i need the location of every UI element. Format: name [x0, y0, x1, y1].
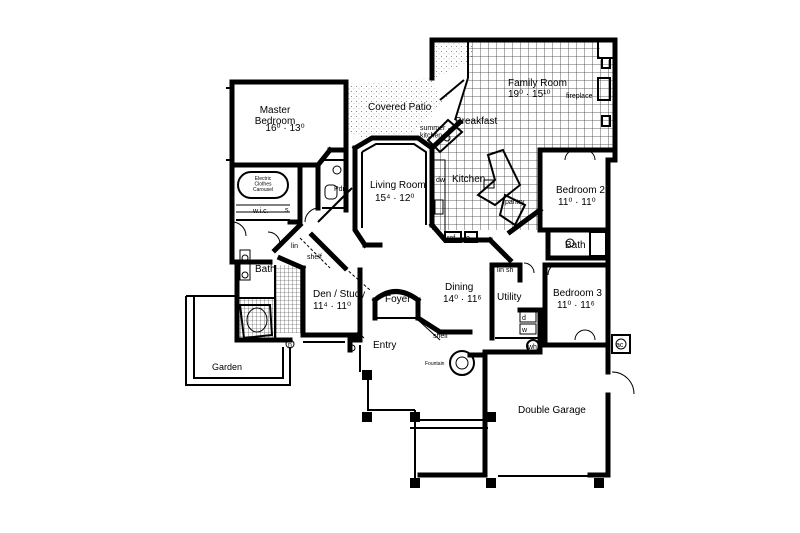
clothes-carousel [237, 171, 289, 199]
bedroom-3-dims: 11⁰ · 11⁶ [557, 300, 595, 311]
pdr-label: Pdr [334, 186, 346, 193]
bath-2-label: Bath [565, 240, 586, 251]
master-bath-tile [275, 265, 303, 333]
family-room-label: Family Room [508, 78, 567, 89]
kitchen-island [476, 148, 522, 207]
fireplace-box [597, 77, 611, 101]
living-room-dims: 15⁴ · 12⁰ [375, 193, 414, 204]
fixtures [185, 57, 635, 488]
shelf-label-dining: shelf [433, 333, 448, 340]
fountain [449, 350, 475, 376]
w-label: w [521, 327, 528, 334]
column [486, 412, 496, 422]
living-room-label: Living Room [370, 180, 426, 191]
wh-label: wh [527, 344, 537, 351]
den-study-label: Den / Study [313, 289, 365, 300]
n-marker-label: n [288, 342, 292, 349]
ac-unit [611, 334, 631, 354]
breakfast-label: Breakfast [455, 116, 497, 127]
garden-wall [185, 296, 291, 386]
bedroom-2-dims: 11⁰ · 11⁰ [558, 197, 596, 208]
powder-sink [324, 184, 338, 200]
dining-dims: 14⁰ · 11⁶ [443, 294, 482, 305]
covered-patio-floor [342, 75, 468, 138]
covered-patio-label: Covered Patio [368, 102, 432, 113]
wic-label: w.i.c. [252, 208, 269, 215]
lin-shelf-label: lin sh [497, 267, 513, 274]
double-garage-label: Double Garage [518, 405, 586, 416]
bedroom-3-label: Bedroom 3 [553, 288, 602, 299]
column [362, 412, 372, 422]
d-label: d [522, 315, 526, 322]
foyer-label: Foyer [385, 294, 411, 305]
interior-walls [229, 77, 618, 343]
patio-strip-floor [432, 40, 472, 80]
fountain-label: Fountain [425, 361, 445, 367]
utility-label: Utility [497, 292, 521, 303]
entry-label: Entry [373, 340, 396, 351]
family-room-tile [430, 42, 615, 230]
master-bedroom-dims: 16⁰ · 13⁰ [265, 123, 304, 134]
exterior-walls [226, 37, 618, 478]
water-heater [526, 339, 540, 353]
shelf-label: shelf [307, 254, 322, 261]
column [410, 412, 420, 422]
column [410, 478, 420, 488]
fireplace-label: fireplace [566, 93, 593, 100]
floor-textures [237, 40, 615, 338]
ac-label: ac [616, 342, 624, 349]
lin-label: lin [291, 243, 298, 250]
bath2-tub [589, 231, 607, 257]
bath-master-label: Bath [255, 264, 276, 275]
refrigerator [444, 231, 462, 243]
column [486, 478, 496, 488]
family-room-dims: 19⁰ · 15¹⁰ [508, 89, 550, 100]
dw-label: dw [436, 177, 446, 184]
dining-label: Dining [445, 282, 473, 293]
s-label: s [285, 207, 289, 214]
column [594, 478, 604, 488]
master-tub [238, 304, 274, 340]
pantry-label: pantry [505, 199, 525, 206]
garden-label: Garden [212, 362, 242, 372]
bedroom-2-label: Bedroom 2 [556, 185, 605, 196]
column [362, 370, 372, 380]
den-study-dims: 11⁴ · 11⁰ [313, 301, 351, 312]
o-marker-label: o [466, 235, 470, 242]
ref-label: ref [447, 235, 455, 242]
powder-toilet [332, 165, 342, 175]
kitchen-label: Kitchen [452, 174, 485, 185]
